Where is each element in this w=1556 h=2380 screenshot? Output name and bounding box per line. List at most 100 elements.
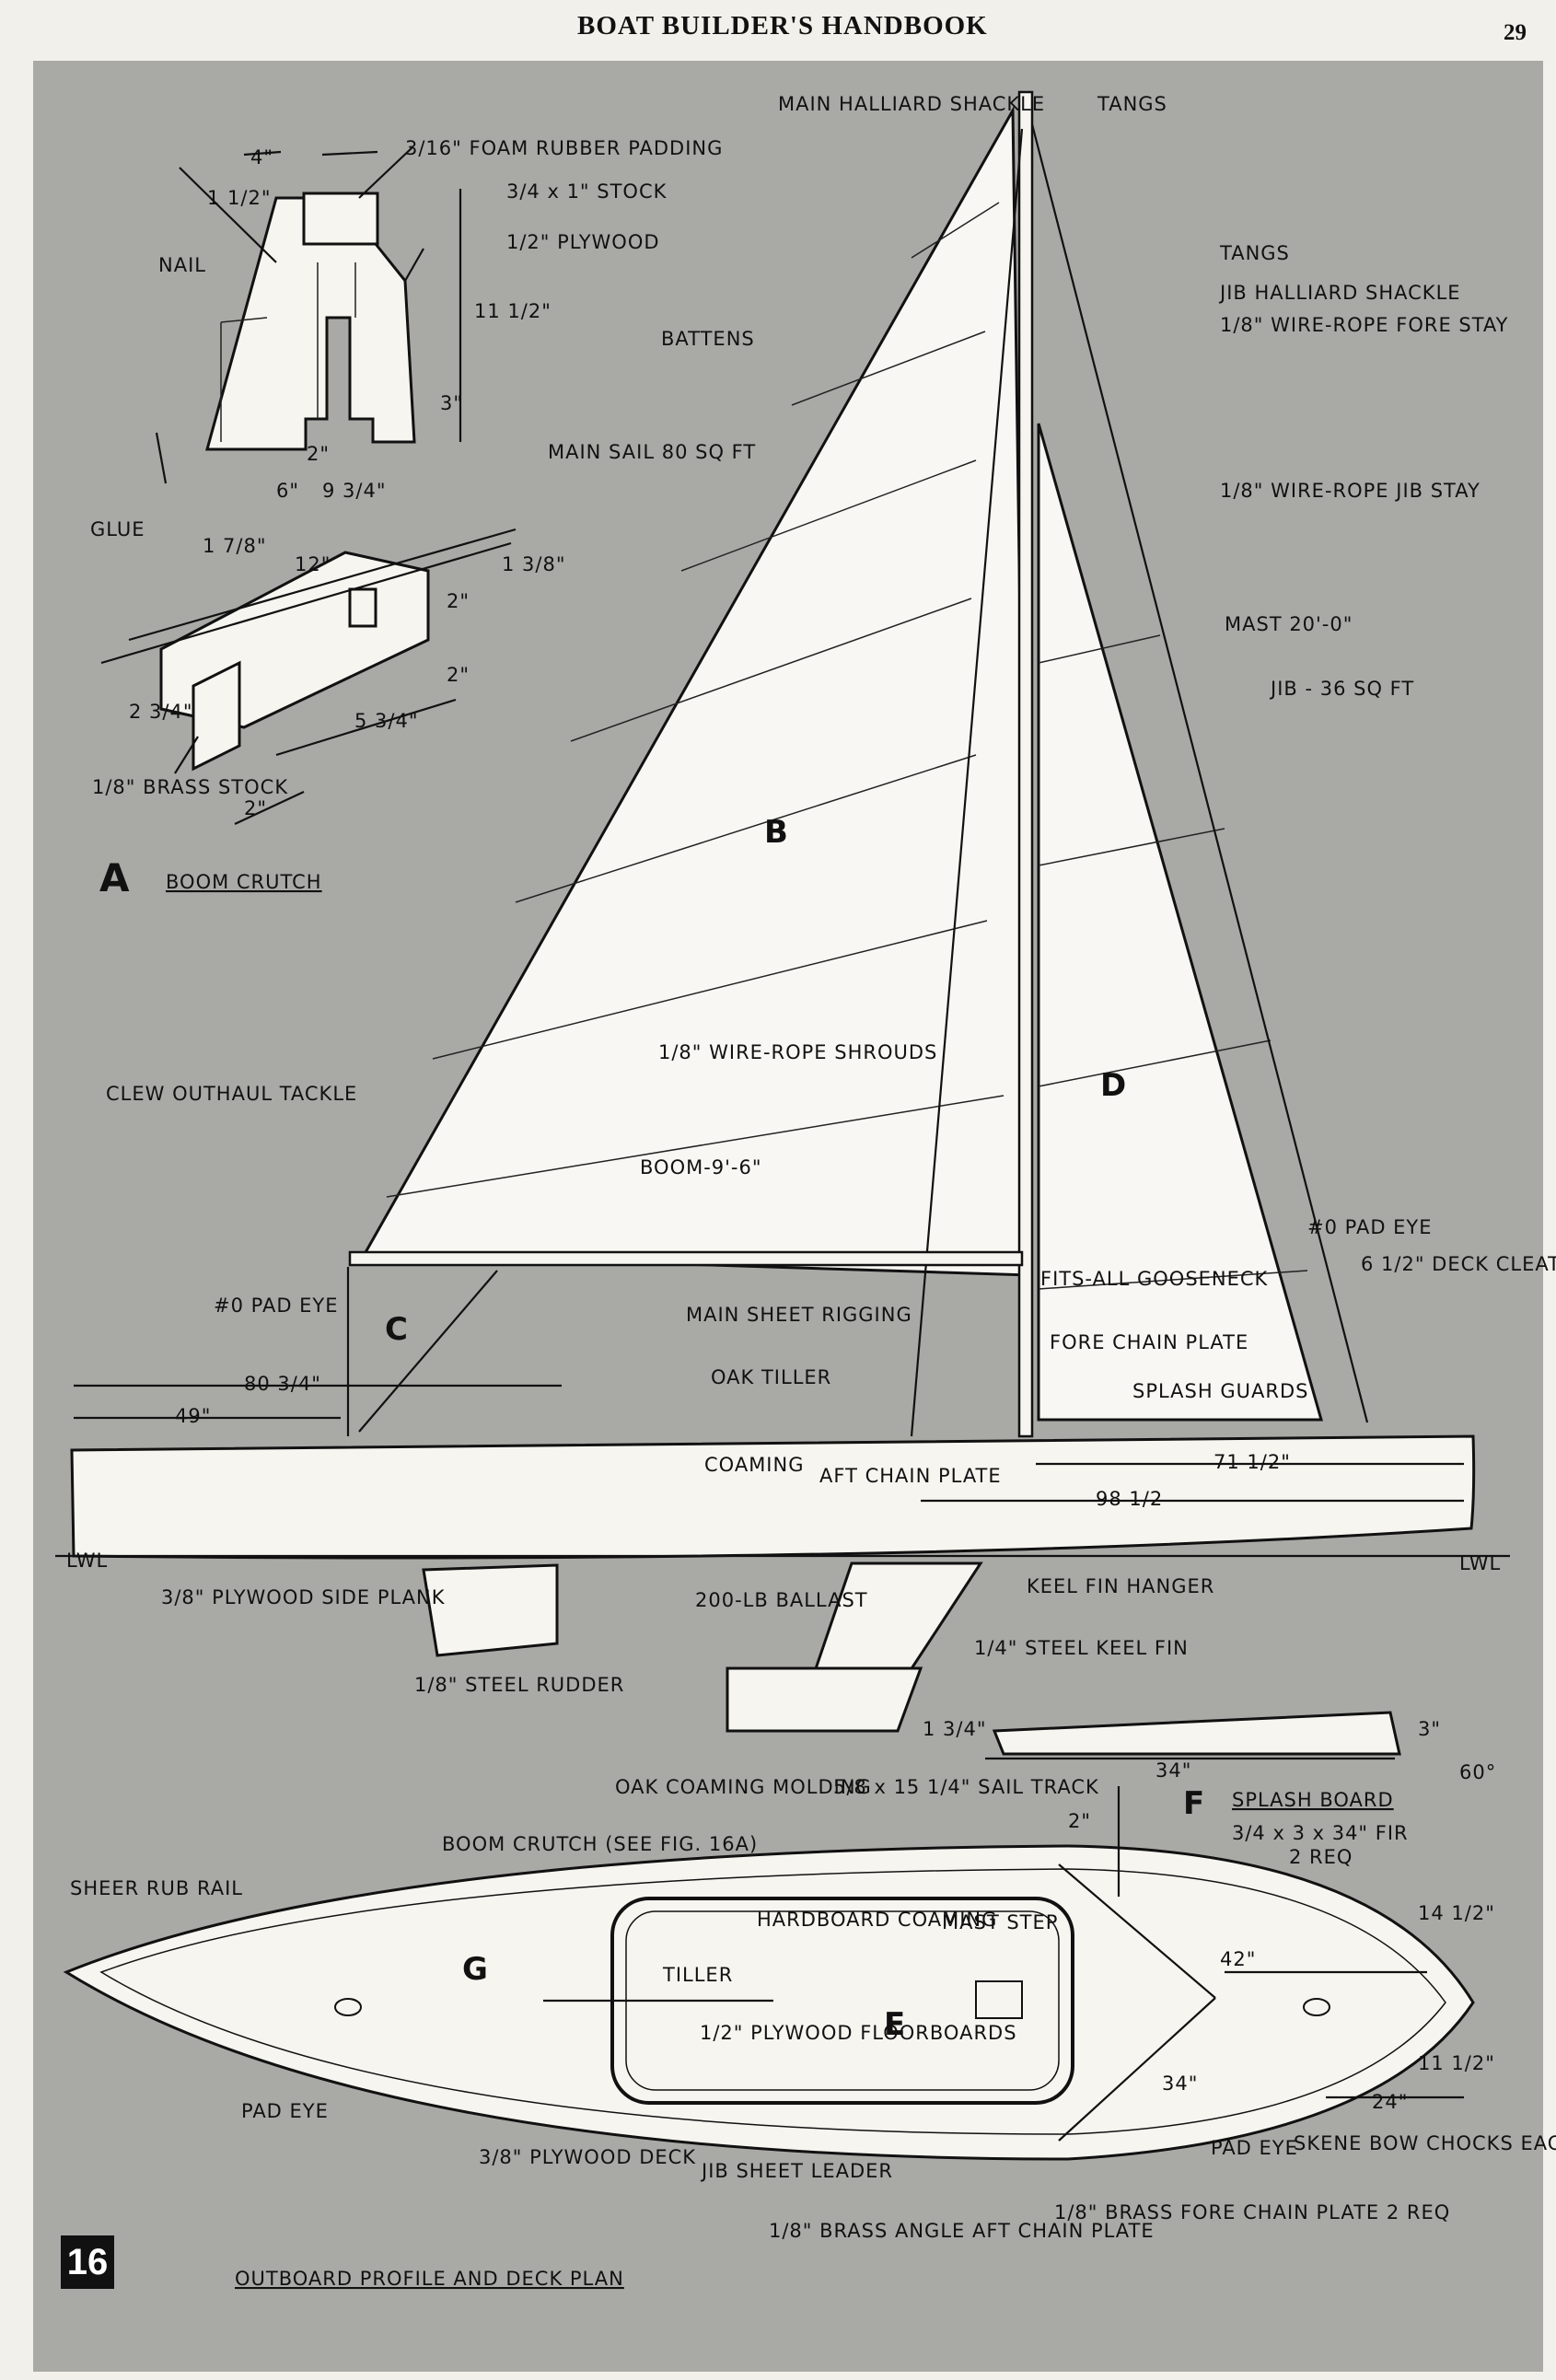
dim-1-875in: 1 7/8" [203,535,267,557]
dim-3in: 3" [440,392,463,414]
label-mast: MAST 20'-0" [1225,613,1353,635]
profile-labels: B C D MAIN HALLIARD SHACKLE TANGS TANGS … [66,93,1556,1696]
dim-1-75in: 1 3/4" [923,1718,987,1740]
label-jib-halliard: JIB HALLIARD SHACKLE [1218,282,1461,304]
label-main-halliard: MAIN HALLIARD SHACKLE [778,93,1045,115]
label-tangs: TANGS [1219,242,1290,264]
splash-board-spec: 3/4 x 3 x 34" FIR [1232,1822,1409,1844]
splash-board-drawing [992,1711,1401,1756]
label-jib-stay: 1/8" WIRE-ROPE JIB STAY [1220,480,1481,502]
label-fore-chain-plate: FORE CHAIN PLATE [1050,1331,1248,1353]
figure-number: 16 [61,2235,114,2289]
label-brass-stock: 1/8" BRASS STOCK [92,776,288,798]
dim-14-5in: 14 1/2" [1418,1902,1495,1924]
label-hardboard-coaming: HARDBOARD COAMING [757,1909,997,1931]
label-side-plank: 3/8" PLYWOOD SIDE PLANK [161,1586,446,1608]
letter-d: D [1100,1067,1126,1104]
label-sail-track: 5/8 x 15 1/4" SAIL TRACK [833,1776,1099,1798]
label-floorboards: 1/2" PLYWOOD FLOORBOARDS [700,2022,1017,2044]
label-battens: BATTENS [661,328,755,350]
dim-2in: 2" [307,443,330,465]
boom-crutch-figure: 4" 1 1/2" 11 1/2" 3" 2" 6" 9 3/4" 1 7/8"… [90,137,723,900]
label-fore-chain: 1/8" BRASS FORE CHAIN PLATE 2 REQ [1054,2201,1450,2223]
label-coaming: COAMING [704,1454,804,1476]
label-clew-outhaul: CLEW OUTHAUL TACKLE [106,1083,357,1105]
letter-f: F [1183,1785,1204,1822]
label-jib: JIB - 36 SQ FT [1269,678,1414,700]
running-head: BOAT BUILDER'S HANDBOOK [577,11,988,41]
label-foam-padding: 3/16" FOAM RUBBER PADDING [405,137,723,159]
label-pad-eye-left: PAD EYE [241,2100,329,2122]
dim-71-5in: 71 1/2" [1213,1451,1291,1473]
deck-plan-labels: G E OAK COAMING MOLDING 5/8 x 15 1/4" SA… [70,1776,1556,2290]
page-number: 29 [1504,20,1527,45]
letter-b: B [764,814,788,851]
letter-e: E [884,2006,905,2043]
dim-2in-b: 2" [447,590,470,612]
keel-fin [807,1562,983,1687]
figure-caption: OUTBOARD PROFILE AND DECK PLAN [235,2268,624,2290]
boom-crutch-title: BOOM CRUTCH [166,871,322,893]
dim-34in: 34" [1155,1759,1191,1782]
dim-11-5in: 11 1/2" [474,300,552,322]
label-pad-eye-right: PAD EYE [1211,2137,1298,2159]
label-main-sheet: MAIN SHEET RIGGING [686,1304,912,1326]
dim-12in: 12" [295,553,331,575]
label-shrouds: 1/8" WIRE-ROPE SHROUDS [658,1041,937,1063]
dim-9-75in: 9 3/4" [322,480,387,502]
label-main-sail: MAIN SAIL 80 SQ FT [548,441,756,463]
splash-board-qty: 2 REQ [1289,1846,1353,1868]
label-nail: NAIL [158,254,206,276]
dim-3in-splash: 3" [1418,1718,1441,1740]
dim-1-5in: 1 1/2" [207,187,272,209]
label-aft-chain-plate: AFT CHAIN PLATE [819,1465,1002,1487]
label-tiller: TILLER [662,1964,733,1986]
label-tangs-top: TANGS [1097,93,1167,115]
boom [348,1250,1024,1267]
label-gooseneck: FITS-ALL GOOSENECK [1040,1268,1269,1290]
label-splash-guards: SPLASH GUARDS [1132,1380,1308,1402]
label-glue: GLUE [90,518,145,540]
dim-2in-d: 2" [244,797,267,819]
hull-profile [55,1384,1510,1760]
label-pad-eye-fwd: #0 PAD EYE [1307,1216,1433,1238]
dim-42in: 42" [1220,1948,1256,1970]
dim-2in-deck: 2" [1068,1810,1091,1832]
label-sheer-rub-rail: SHEER RUB RAIL [70,1877,243,1899]
label-deck-cleat: 6 1/2" DECK CLEAT [1361,1253,1556,1275]
label-deck: 3/8" PLYWOOD DECK [479,2146,696,2168]
label-fore-stay: 1/8" WIRE-ROPE FORE STAY [1220,314,1509,336]
dim-98-5: 98 1/2 [1096,1488,1163,1510]
label-lwl-right: LWL [1459,1552,1501,1574]
label-stock: 3/4 x 1" STOCK [506,180,668,203]
letter-g: G [462,1951,488,1988]
hull-side [70,1434,1476,1560]
label-steel-rudder: 1/8" STEEL RUDDER [414,1674,624,1696]
label-skene: SKENE BOW CHOCKS EACH SIDE [1294,2132,1556,2154]
label-boom: BOOM-9'-6" [640,1156,762,1178]
mast [1017,90,1034,1438]
dim-2in-c: 2" [447,664,470,686]
label-steel-keel-fin: 1/4" STEEL KEEL FIN [974,1637,1189,1659]
page-header: BOAT BUILDER'S HANDBOOK 29 [0,0,1556,63]
label-ballast: 200-LB BALLAST [695,1589,868,1611]
letter-c: C [385,1311,408,1348]
main-sail [362,105,1031,1277]
dim-80-75in: 80 3/4" [244,1373,321,1395]
jib-sail [1037,423,1323,1422]
rudder [422,1563,559,1657]
dim-1-375in: 1 3/8" [502,553,566,575]
label-boom-crutch-ref: BOOM CRUTCH (SEE FIG. 16A) [442,1833,758,1855]
letter-a: A [99,855,130,900]
label-pad-eye-aft: #0 PAD EYE [214,1294,339,1317]
dim-4in: 4" [250,146,273,168]
splash-board-title: SPLASH BOARD [1232,1789,1394,1811]
label-oak-coaming-molding: OAK COAMING MOLDING [615,1776,872,1798]
label-plywood: 1/2" PLYWOOD [506,231,660,253]
sail-plan [346,90,1369,1438]
dim-2-75in: 2 3/4" [129,701,193,723]
deck-plan [63,1786,1475,2161]
label-mast-step: MAST STEP [942,1911,1058,1933]
dim-6in: 6" [276,480,299,502]
ballast [726,1666,923,1733]
